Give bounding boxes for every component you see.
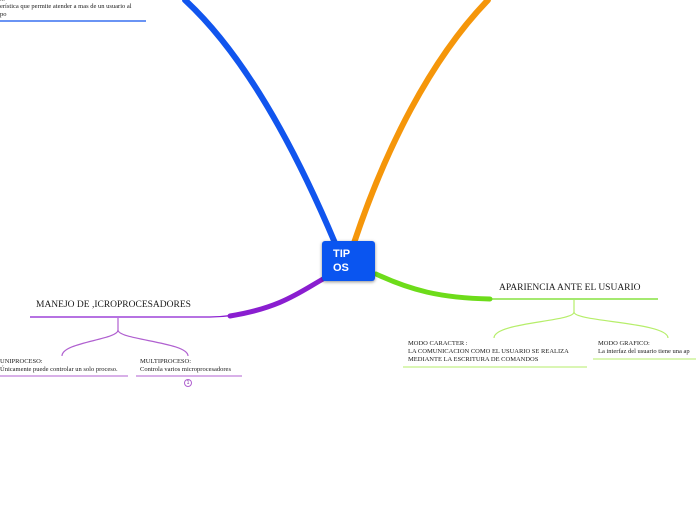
topic-apariencia-usuario[interactable]: APARIENCIA ANTE EL USUARIO	[499, 283, 641, 293]
modo-caracter-connector	[493, 300, 575, 339]
blue-branch-line	[182, 0, 338, 246]
purple-branch-line	[30, 279, 324, 318]
orange-branch-line	[351, 0, 491, 246]
central-topic-label: TIPOS	[333, 248, 351, 274]
topic-manejo-microprocesadores[interactable]: MANEJO DE ,ICROPROCESADORES	[36, 300, 191, 310]
modo-grafico-text: La interfaz del usuario tiene una ap	[598, 348, 690, 355]
modo-caracter-text-line-2: MEDIANTE LA ESCRITURA DE COMANDOS	[408, 356, 539, 363]
modo-caracter-text-line-1: LA COMUNICACION COMO EL USUARIO SE REALI…	[408, 348, 569, 355]
uniproceso-text: Únicamente puede controlar un solo proce…	[0, 366, 118, 373]
uniproceso-title[interactable]: UNIPROCESO:	[0, 358, 43, 365]
modo-caracter-title[interactable]: MODO CARACTER :	[408, 340, 468, 347]
multiproceso-count-badge[interactable]: 1	[184, 379, 192, 387]
multiproceso-title[interactable]: MULTIPROCESO:	[140, 358, 192, 365]
green-branch-thick	[373, 271, 493, 302]
multiproceso-connector	[117, 329, 189, 357]
blue-topic-text-line-3: po	[0, 11, 7, 18]
purple-branch-thick	[227, 276, 326, 319]
modo-grafico-title[interactable]: MODO GRAFICO:	[598, 340, 650, 347]
blue-topic-text-line-2: erística que permite atender a mas de un…	[0, 3, 132, 10]
modo-grafico-connector	[573, 311, 669, 339]
central-topic-tipos[interactable]: TIPOS	[322, 241, 375, 281]
multiproceso-text: Controla varios microprocesadores	[140, 366, 231, 373]
blue-topic-text-line-1: ...	[0, 0, 5, 4]
uniproceso-connector	[61, 318, 119, 357]
